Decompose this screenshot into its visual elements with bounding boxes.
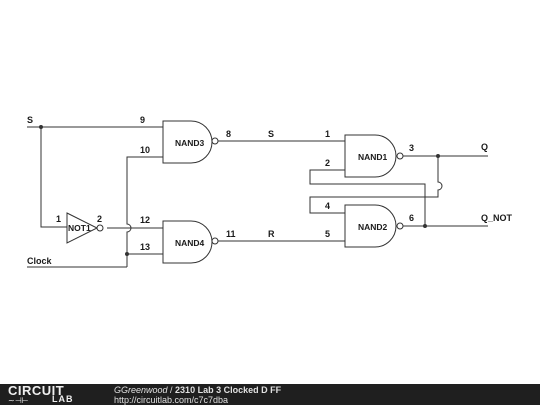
credit-separator: / xyxy=(167,385,176,395)
logo-resistor-icon: ~⊣⊢ xyxy=(8,396,29,405)
circuit-url[interactable]: http://circuitlab.com/c7c7dba xyxy=(114,395,229,405)
net-s-label: S xyxy=(268,129,274,139)
nand4-label: NAND4 xyxy=(175,238,205,248)
junction-qnot xyxy=(423,224,427,228)
circuit-title[interactable]: 2310 Lab 3 Clocked D FF xyxy=(175,385,282,395)
not1-label: NOT1 xyxy=(68,223,91,233)
pin-12: 12 xyxy=(140,215,150,225)
pin-11: 11 xyxy=(226,229,236,239)
wires xyxy=(27,126,488,268)
pin-9: 9 xyxy=(140,115,145,125)
pin-2: 2 xyxy=(325,158,330,168)
net-r-label: R xyxy=(268,229,275,239)
not1-gate: NOT1 xyxy=(66,212,104,244)
circuit-credit: GGreenwood / 2310 Lab 3 Clocked D FF xyxy=(114,385,281,395)
wire-clock-to-nand3 xyxy=(126,156,163,267)
nand3-label: NAND3 xyxy=(175,138,205,148)
nand1-gate: NAND1 xyxy=(344,134,404,178)
pin-8: 8 xyxy=(226,129,231,139)
nand3-gate: NAND3 xyxy=(162,120,219,164)
circuitlab-logo[interactable]: CIRCUIT ~⊣⊢ LAB xyxy=(6,383,98,405)
pin-3: 3 xyxy=(409,143,414,153)
logo-line2: LAB xyxy=(52,394,74,404)
not-pin-out: 2 xyxy=(97,214,102,224)
input-clock-label: Clock xyxy=(27,256,53,266)
not-pin-in: 1 xyxy=(56,214,61,224)
pin-5: 5 xyxy=(325,229,330,239)
pin-1: 1 xyxy=(325,129,330,139)
output-qnot-label: Q_NOT xyxy=(481,213,513,223)
junction-clock xyxy=(125,252,129,256)
nand4-gate: NAND4 xyxy=(162,220,219,264)
wire-q-feedback xyxy=(309,156,443,214)
wire-s-to-not xyxy=(40,127,67,228)
footer-bar: CIRCUIT ~⊣⊢ LAB GGreenwood / 2310 Lab 3 … xyxy=(0,383,540,405)
wire-qnot-feedback xyxy=(309,169,426,226)
author-name[interactable]: GGreenwood xyxy=(114,385,168,395)
junction-q xyxy=(436,154,440,158)
pin-10: 10 xyxy=(140,145,150,155)
pin-6: 6 xyxy=(409,213,414,223)
input-s-label: S xyxy=(27,115,33,125)
schematic-canvas: NAND3 NAND4 NAND1 NAND2 NOT1 S Clock Q Q… xyxy=(27,115,513,268)
junction-s xyxy=(39,125,43,129)
nand2-gate: NAND2 xyxy=(344,204,404,248)
logo-line1: CIRCUIT xyxy=(8,383,65,398)
output-q-label: Q xyxy=(481,142,488,152)
pin-4: 4 xyxy=(325,201,330,211)
pin-13: 13 xyxy=(140,242,150,252)
nand1-label: NAND1 xyxy=(358,152,388,162)
nand2-label: NAND2 xyxy=(358,222,388,232)
